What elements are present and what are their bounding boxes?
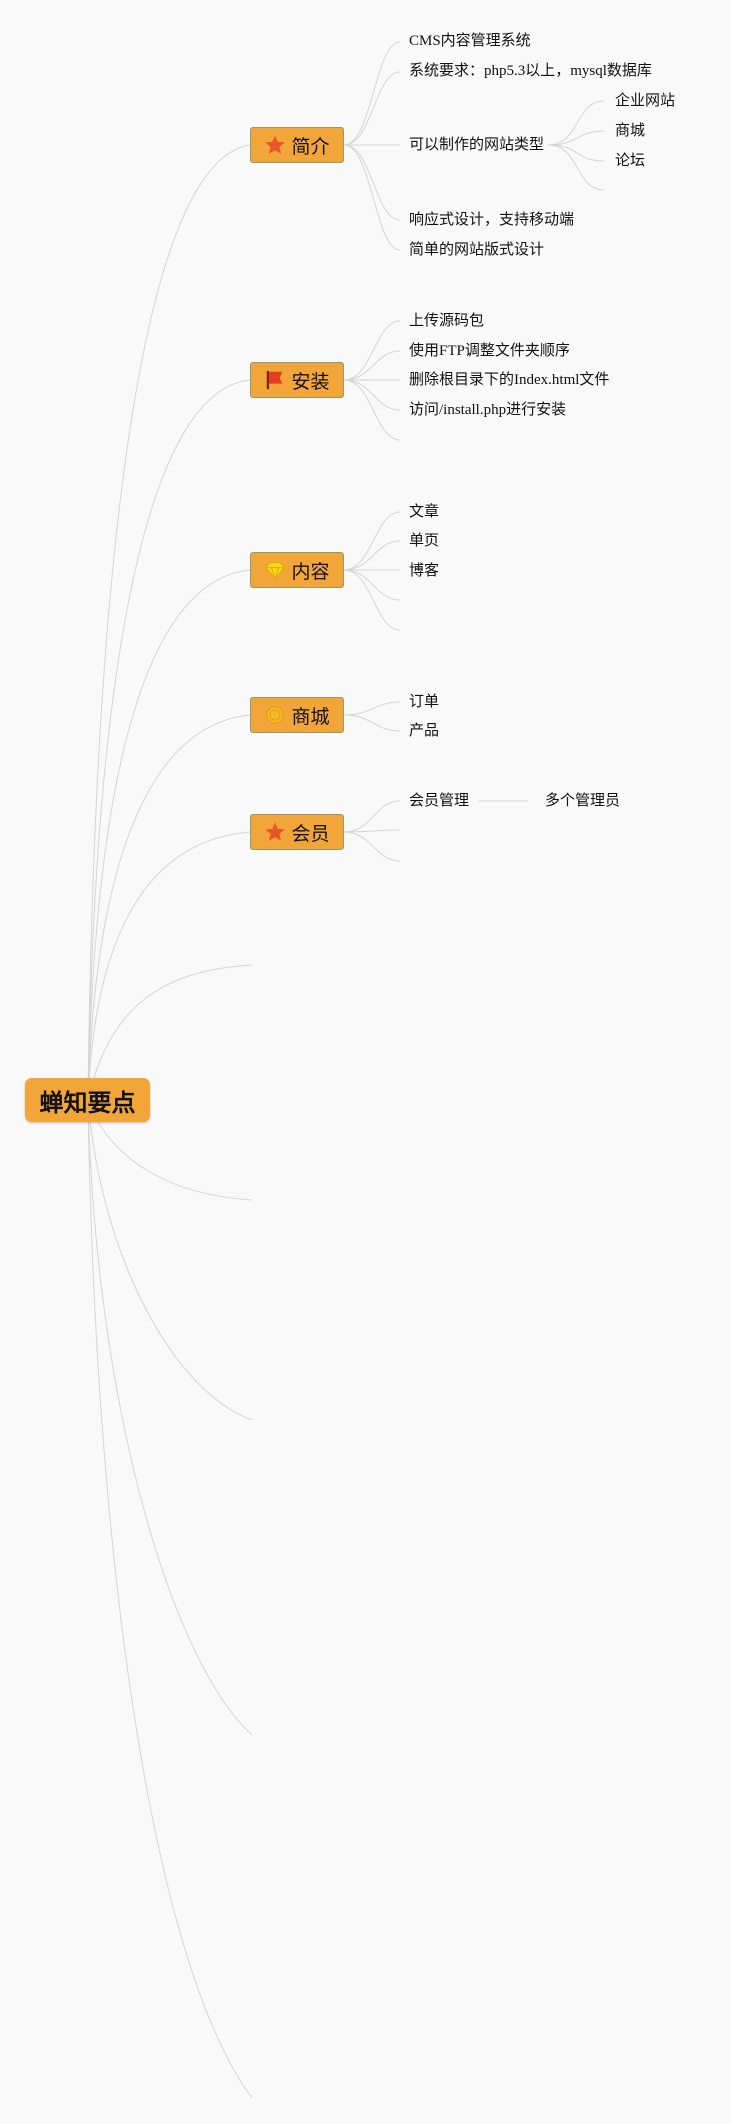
leaf-requirements[interactable]: 系统要求：php5.3以上，mysql数据库: [409, 63, 652, 79]
star-icon: [264, 821, 286, 843]
flag-icon: [264, 369, 286, 391]
leaf-product[interactable]: 产品: [409, 723, 440, 739]
topic-label: 会员: [291, 822, 330, 845]
diamond-icon: [264, 559, 286, 581]
leaf-layout[interactable]: 简单的网站版式设计: [409, 242, 545, 258]
leaf-site-types[interactable]: 可以制作的网站类型: [409, 137, 545, 153]
star-icon: [264, 134, 286, 156]
leaf-mall[interactable]: 商城: [615, 123, 646, 139]
leaf-delete-index[interactable]: 删除根目录下的Index.html文件: [409, 372, 610, 388]
leaf-multiple-admins[interactable]: 多个管理员: [545, 793, 621, 809]
topic-install[interactable]: 安装: [250, 362, 344, 398]
leaf-upload[interactable]: 上传源码包: [409, 313, 485, 329]
leaf-enterprise-site[interactable]: 企业网站: [615, 93, 676, 109]
coin-icon: [264, 704, 286, 726]
topic-label: 内容: [291, 560, 330, 583]
topic-content[interactable]: 内容: [250, 552, 344, 588]
leaf-install-php[interactable]: 访问/install.php进行安装: [409, 402, 567, 418]
topic-mall[interactable]: 商城: [250, 697, 344, 733]
topic-intro[interactable]: 简介: [250, 127, 344, 163]
topic-label: 简介: [291, 135, 330, 158]
topic-label: 安装: [291, 370, 330, 393]
leaf-blog[interactable]: 博客: [409, 563, 440, 579]
leaf-order[interactable]: 订单: [409, 694, 440, 710]
leaf-responsive[interactable]: 响应式设计，支持移动端: [409, 212, 575, 228]
leaf-single-page[interactable]: 单页: [409, 533, 440, 549]
topic-member[interactable]: 会员: [250, 814, 344, 850]
leaf-cms[interactable]: CMS内容管理系统: [409, 33, 531, 49]
topic-label: 商城: [291, 705, 330, 728]
root-node[interactable]: 蝉知要点: [25, 1078, 150, 1122]
leaf-article[interactable]: 文章: [409, 504, 440, 520]
leaf-ftp[interactable]: 使用FTP调整文件夹顺序: [409, 343, 570, 359]
leaf-member-management[interactable]: 会员管理: [409, 793, 470, 809]
leaf-forum[interactable]: 论坛: [615, 153, 646, 169]
